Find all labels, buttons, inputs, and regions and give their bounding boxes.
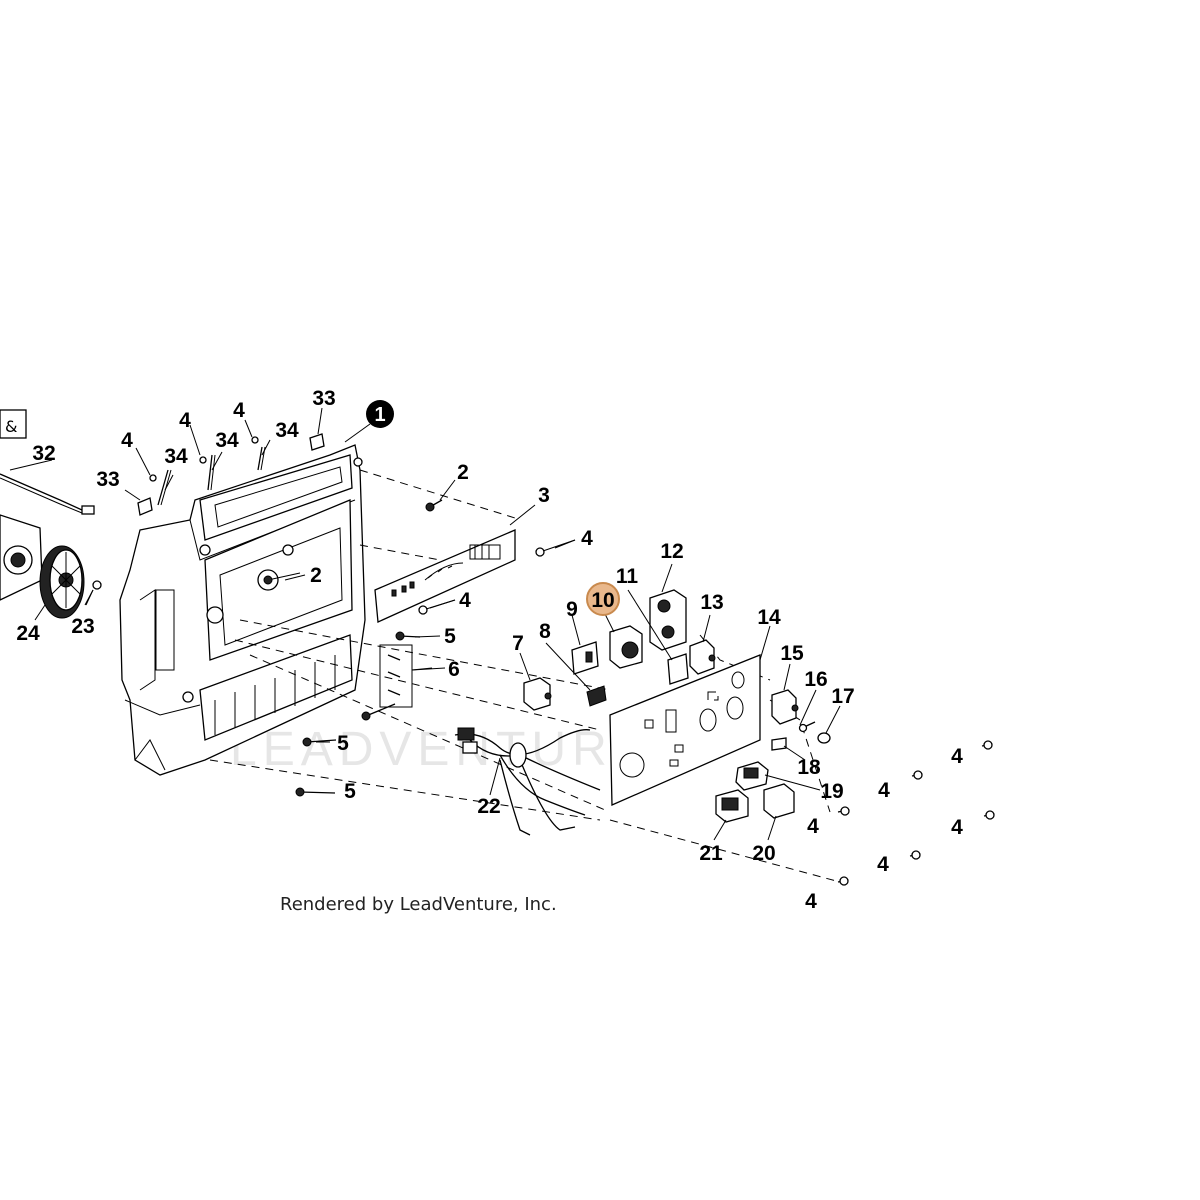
- part-22-wire-harness: [454, 727, 601, 836]
- callout-33-right[interactable]: 33: [312, 387, 335, 410]
- callout-21[interactable]: 21: [699, 842, 723, 865]
- part-9-rocker: [571, 641, 599, 675]
- callout-labels: 32 33 4 34 4 34 4 34 33 2 2 3 4 4 5 6 5 …: [16, 387, 963, 913]
- part-7-breaker: [523, 677, 552, 711]
- callout-34-right[interactable]: 34: [275, 419, 299, 442]
- leader-1: [344, 423, 371, 443]
- callout-15[interactable]: 15: [780, 642, 804, 665]
- callout-4-b[interactable]: 4: [179, 409, 191, 432]
- callout-2-inner[interactable]: 2: [310, 564, 322, 587]
- callout-9[interactable]: 9: [566, 598, 578, 621]
- callout-2-top[interactable]: 2: [457, 461, 469, 484]
- callout-14[interactable]: 14: [757, 606, 781, 629]
- callout-22[interactable]: 22: [477, 795, 500, 818]
- callout-4-i[interactable]: 4: [951, 816, 963, 839]
- callout-6[interactable]: 6: [448, 658, 460, 681]
- callout-18[interactable]: 18: [797, 756, 821, 779]
- alignment-dashes: [209, 469, 841, 883]
- part-13-breaker: [689, 639, 716, 675]
- callout-4-c[interactable]: 4: [233, 399, 245, 422]
- svg-text:&: &: [5, 417, 17, 436]
- part-8-switch: [586, 685, 607, 707]
- part-6-screw-set: [379, 644, 433, 708]
- part-33-clip-left: [137, 497, 153, 516]
- callout-17[interactable]: 17: [831, 685, 854, 708]
- render-credit: Rendered by LeadVenture, Inc.: [280, 894, 557, 915]
- part-11-bracket: [667, 653, 689, 685]
- part-23-screw: [85, 580, 102, 606]
- part-24-recoil-wheel: [39, 545, 85, 619]
- callout-24[interactable]: 24: [16, 622, 40, 645]
- callout-32[interactable]: 32: [32, 442, 55, 465]
- watermark-text: LEADVENTURE: [230, 723, 651, 776]
- part-4-screws-right: [837, 740, 995, 886]
- svg-text:1: 1: [374, 404, 385, 426]
- part-32-cable: &: [0, 409, 95, 515]
- part-21-dc-outlet: [715, 789, 749, 823]
- part-10-outlet: [609, 625, 643, 669]
- part-2-screws: [263, 499, 443, 585]
- part-16-screw: [798, 721, 816, 733]
- part-20-breaker: [763, 783, 795, 819]
- callout-4-a[interactable]: 4: [121, 429, 133, 452]
- part-17-knob: [817, 732, 831, 744]
- callout-11[interactable]: 11: [616, 565, 639, 588]
- callout-10-highlighted-badge[interactable]: [586, 582, 620, 616]
- callout-4-j[interactable]: 4: [877, 853, 889, 876]
- callout-10[interactable]: 10: [591, 589, 614, 612]
- part-15-breaker: [771, 689, 799, 725]
- callout-1-badge[interactable]: 1: [366, 400, 394, 428]
- callout-8[interactable]: 8: [539, 620, 551, 643]
- callout-16[interactable]: 16: [804, 668, 827, 691]
- callout-20[interactable]: 20: [752, 842, 775, 865]
- callout-13[interactable]: 13: [700, 591, 723, 614]
- part-33-clip-right: [309, 433, 325, 451]
- callout-7[interactable]: 7: [512, 632, 524, 655]
- callout-3[interactable]: 3: [538, 484, 550, 507]
- callout-4-f[interactable]: 4: [951, 745, 963, 768]
- callout-19[interactable]: 19: [820, 780, 843, 803]
- callout-4-d[interactable]: 4: [581, 527, 593, 550]
- callout-4-h[interactable]: 4: [807, 815, 819, 838]
- callout-23[interactable]: 23: [71, 615, 94, 638]
- part-12-duplex-outlet: [649, 589, 687, 651]
- callout-5-b[interactable]: 5: [337, 732, 349, 755]
- part-19-usb-outlet: [735, 761, 769, 791]
- part-18-terminal: [771, 737, 787, 751]
- part-housing-left: [0, 514, 43, 601]
- callout-12[interactable]: 12: [660, 540, 683, 563]
- callout-4-g[interactable]: 4: [878, 779, 890, 802]
- part-3-decal-panel: [374, 529, 516, 623]
- callout-4-k[interactable]: 4: [805, 890, 817, 913]
- part-4-small-screws-top: [149, 436, 259, 482]
- callout-5-c[interactable]: 5: [344, 780, 356, 803]
- callout-5-a[interactable]: 5: [444, 625, 456, 648]
- part-5-screws: [295, 631, 421, 797]
- callout-33-left[interactable]: 33: [96, 468, 119, 491]
- callout-34-mid[interactable]: 34: [215, 429, 239, 452]
- leader-lines: [9, 407, 841, 841]
- callout-4-e[interactable]: 4: [459, 589, 471, 612]
- callout-34-left[interactable]: 34: [164, 445, 188, 468]
- part-14-control-panel: [609, 654, 761, 806]
